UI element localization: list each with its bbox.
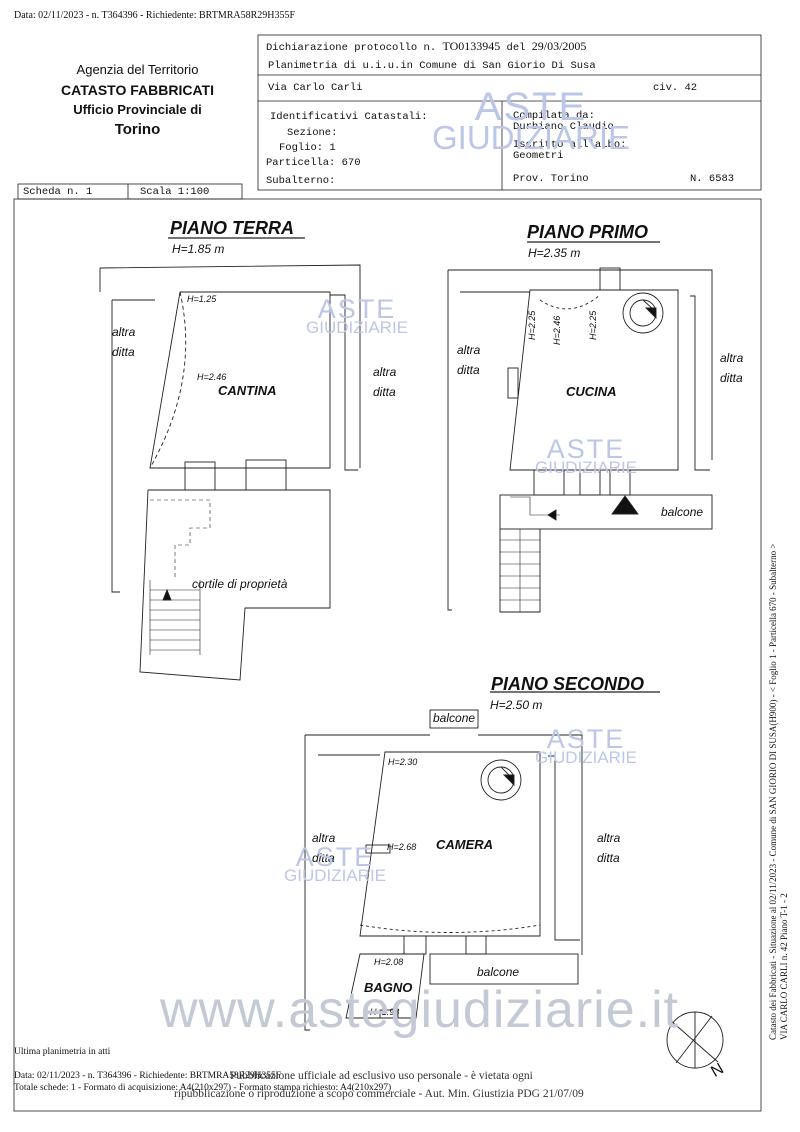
last-plan-note: Ultima planimetria in atti xyxy=(14,1047,111,1057)
terra-courtyard: cortile di proprietà xyxy=(192,577,288,591)
agency-block: Agenzia del Territorio CATASTO FABBRICAT… xyxy=(40,60,235,140)
secondo-height: H=2.50 m xyxy=(490,698,543,712)
floorplan-terra xyxy=(99,237,361,681)
publication-notice-2: ripubblicazione o riproduzione a scopo c… xyxy=(174,1088,584,1100)
primo-h2: H=2.46 xyxy=(552,315,562,345)
terra-title: PIANO TERRA xyxy=(170,218,295,238)
terra-height: H=1.85 m xyxy=(172,242,225,256)
footer-data-line: Data: 02/11/2023 - n. T364396 - Richiede… xyxy=(14,1071,281,1081)
footer-totals: Totale schede: 1 - Formato di acquisizio… xyxy=(14,1083,392,1093)
scheda-number: Scheda n. 1 xyxy=(23,186,93,198)
agency-name: Agenzia del Territorio xyxy=(76,62,199,77)
secondo-top-balcony: balcone xyxy=(433,711,476,725)
primo-height: H=2.35 m xyxy=(528,246,581,260)
secondo-right-other: altra ditta xyxy=(597,831,621,865)
protocol-line: Dichiarazione protocollo n. TO0133945 de… xyxy=(266,39,587,54)
agency-catasto: CATASTO FABBRICATI xyxy=(61,82,214,98)
primo-room-cucina: CUCINA xyxy=(566,384,617,399)
agency-office: Ufficio Provinciale di xyxy=(73,102,202,117)
street-address: Via Carlo Carli xyxy=(268,82,363,94)
terra-left-other: altra ditta xyxy=(112,325,136,359)
agency-city: Torino xyxy=(114,121,161,138)
secondo-room-camera: CAMERA xyxy=(436,837,494,852)
planimetry-line: Planimetria di u.i.u.in Comune di San Gi… xyxy=(268,60,596,72)
primo-balcony: balcone xyxy=(661,505,704,519)
side-cadastral-text: Catasto dei Fabbricati - Situazione al 0… xyxy=(768,543,789,1041)
terra-right-other: altra ditta xyxy=(373,365,397,399)
secondo-room-bagno: BAGNO xyxy=(364,980,413,995)
terra-h1: H=1.25 xyxy=(187,294,217,304)
compass-rose xyxy=(666,1011,724,1069)
floorplan-secondo xyxy=(304,691,660,1031)
albo-value: Geometri xyxy=(513,150,564,162)
secondo-h3: H=2.08 xyxy=(374,957,404,967)
secondo-title: PIANO SECONDO xyxy=(491,674,645,694)
floorplan-primo xyxy=(447,241,713,613)
civic-number: civ. 42 xyxy=(653,82,698,94)
particella-value: Particella: 670 xyxy=(266,157,361,169)
primo-h1: H=2.25 xyxy=(527,310,537,340)
sezione-label: Sezione: xyxy=(287,127,338,139)
secondo-h2: H=2.68 xyxy=(387,842,417,852)
primo-left-other: altra ditta xyxy=(457,343,481,377)
publication-notice-1: Pubblicazione ufficiale ad esclusivo uso… xyxy=(230,1070,533,1082)
compiler-label: Compilata da: xyxy=(513,110,595,122)
scale-value: Scala 1:100 xyxy=(140,186,210,198)
primo-right-other: altra ditta xyxy=(720,351,744,385)
identifiers-title: Identificativi Catastali: xyxy=(270,111,428,123)
albo-label: Iscritto all'albo: xyxy=(513,139,627,151)
compiler-province: Prov. Torino xyxy=(513,173,589,185)
compiler-name: Durbiano Claudio xyxy=(513,121,614,133)
foglio-value: Foglio: 1 xyxy=(279,142,336,154)
terra-h2: H=2.46 xyxy=(197,372,227,382)
subalterno-label: Subalterno: xyxy=(266,175,336,187)
secondo-left-other: altra ditta xyxy=(312,831,336,865)
secondo-h1: H=2.30 xyxy=(388,757,418,767)
secondo-h4: H=1.98 xyxy=(370,1007,400,1017)
primo-h3: H=2.25 xyxy=(588,310,598,340)
compiler-number: N. 6583 xyxy=(690,173,735,185)
secondo-balcony: balcone xyxy=(477,965,520,979)
header-request-line: Data: 02/11/2023 - n. T364396 - Richiede… xyxy=(14,10,296,21)
terra-room-cantina: CANTINA xyxy=(218,383,277,398)
primo-title: PIANO PRIMO xyxy=(527,222,649,242)
